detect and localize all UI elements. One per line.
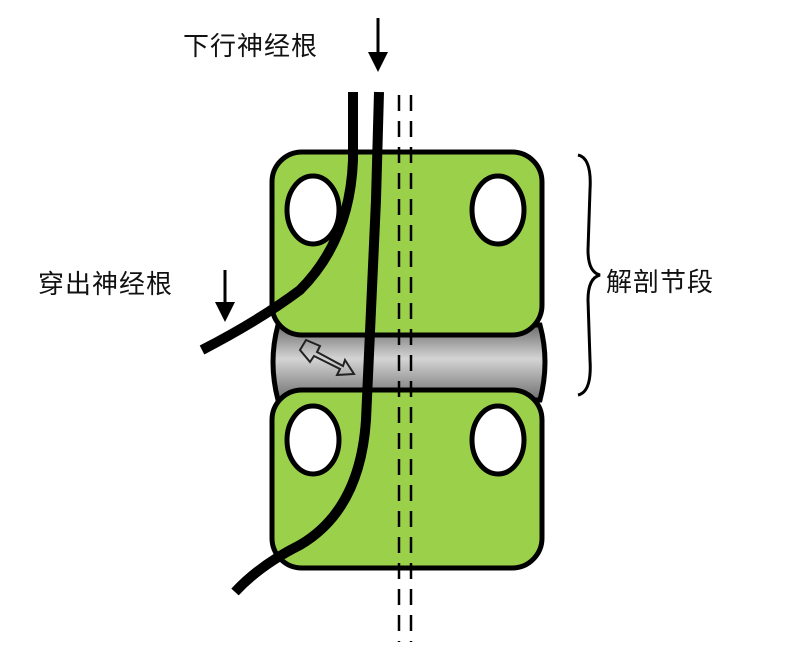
intervertebral-disc [270,322,548,403]
exiting-root-label: 穿出神经根 [38,270,174,300]
arrow-down-icon [368,18,388,72]
pedicle-lower-left [284,403,342,477]
pedicle-upper-left [284,173,342,247]
pedicle-upper-right [469,173,527,247]
descending-root-label: 下行神经根 [183,32,319,62]
anatomic-segment-label: 解剖节段 [606,268,715,298]
segment-brace [577,153,601,397]
exiting-nerve-root [199,92,358,355]
herniation-arrow-icon [298,338,356,377]
descending-nerve-root [231,91,384,596]
pedicle-lower-right [469,403,527,477]
arrow-down-icon [215,270,235,322]
